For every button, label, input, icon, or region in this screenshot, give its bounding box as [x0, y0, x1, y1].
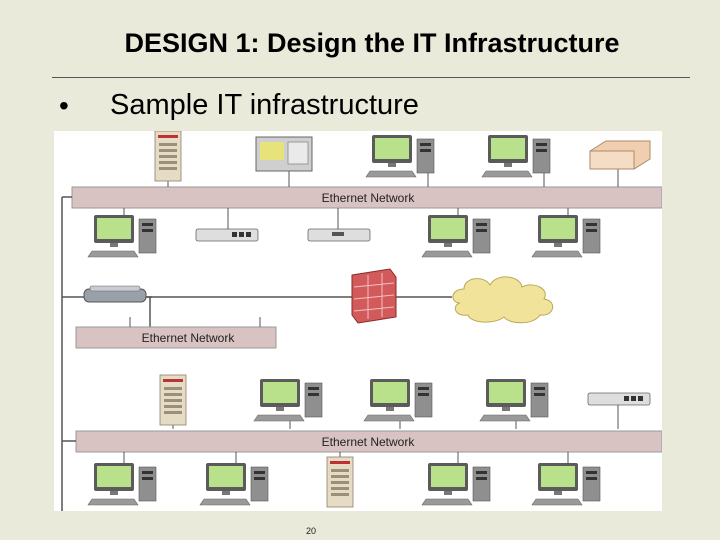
- page-number: 20: [306, 526, 317, 536]
- computer-icon: [253, 378, 323, 422]
- computer-icon: [479, 378, 549, 422]
- computer-icon: [87, 462, 157, 506]
- computer-icon: [199, 462, 269, 506]
- computer-icon: [481, 134, 551, 178]
- server-icon: [326, 456, 354, 508]
- computer-icon: [365, 134, 435, 178]
- computer-icon: [421, 462, 491, 506]
- slide-title: DESIGN 1: Design the IT Infrastructure: [124, 28, 620, 58]
- title-divider: [52, 77, 690, 78]
- monitoring-console-icon: [255, 136, 313, 172]
- network-switch-icon: [195, 228, 259, 242]
- network-hub-icon: [307, 228, 371, 242]
- network-diagram: Ethernet Network: [54, 130, 663, 511]
- computer-icon: [531, 214, 601, 258]
- internet-cloud-icon: [452, 276, 554, 324]
- network-router-icon: [83, 285, 147, 303]
- computer-icon: [363, 378, 433, 422]
- computer-icon: [421, 214, 491, 258]
- firewall-icon: [351, 268, 397, 324]
- bullet-marker: •: [59, 90, 69, 121]
- ethernet-network-label-1: Ethernet Network: [322, 191, 416, 205]
- server-icon: [154, 130, 182, 182]
- computer-icon: [87, 214, 157, 258]
- router-box-icon: [589, 140, 651, 170]
- ethernet-network-label-3: Ethernet Network: [322, 435, 416, 449]
- server-icon: [159, 374, 187, 426]
- bullet-text: Sample IT infrastructure: [110, 89, 419, 121]
- network-switch-icon: [587, 392, 651, 406]
- computer-icon: [531, 462, 601, 506]
- ethernet-network-label-2: Ethernet Network: [142, 331, 236, 345]
